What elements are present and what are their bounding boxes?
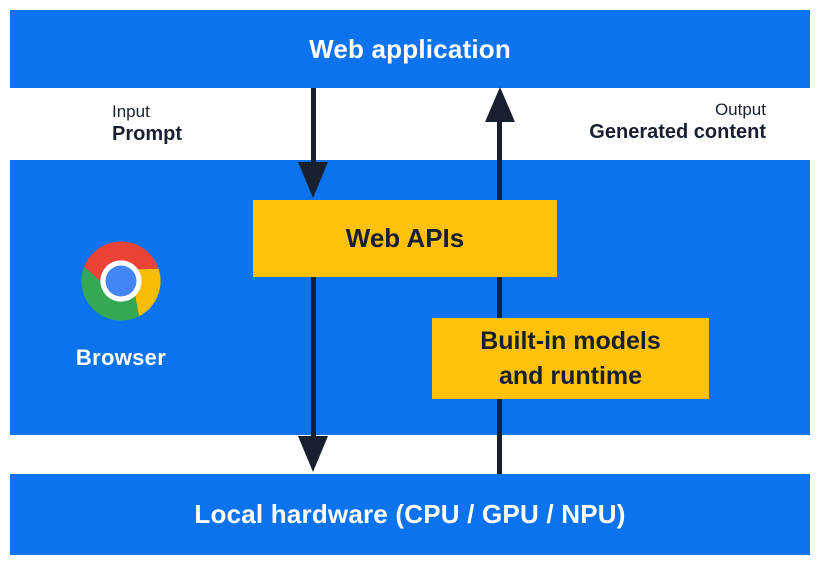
builtin-models-box: Built-in models and runtime [432,318,709,399]
web-application-label: Web application [309,33,511,64]
input-flow-line-lower [311,277,316,437]
input-label: Input [112,102,150,121]
input-value: Prompt [112,123,182,145]
input-flow-line-upper [311,88,316,164]
output-label: Output [714,100,766,119]
browser-figure: Browser [41,238,201,371]
arrowhead-up-icon [485,87,515,122]
web-apis-label: Web APIs [345,223,465,253]
web-application-band: Web application [10,10,810,88]
builtin-models-label-line1: Built-in models [480,326,661,355]
arrowhead-down-icon [298,436,328,472]
builtin-models-label-line2: and runtime [498,361,643,390]
output-flow-line [497,121,502,474]
chrome-logo-icon [81,241,161,321]
web-apis-box: Web APIs [253,200,557,277]
arrowhead-down-icon [298,162,328,198]
output-annotation: Output Generated content [589,99,766,145]
local-hardware-band: Local hardware (CPU / GPU / NPU) [10,474,810,555]
output-value: Generated content [589,121,766,143]
browser-label: Browser [75,345,167,370]
input-annotation: Input Prompt [112,101,182,147]
local-hardware-label: Local hardware (CPU / GPU / NPU) [194,499,626,529]
